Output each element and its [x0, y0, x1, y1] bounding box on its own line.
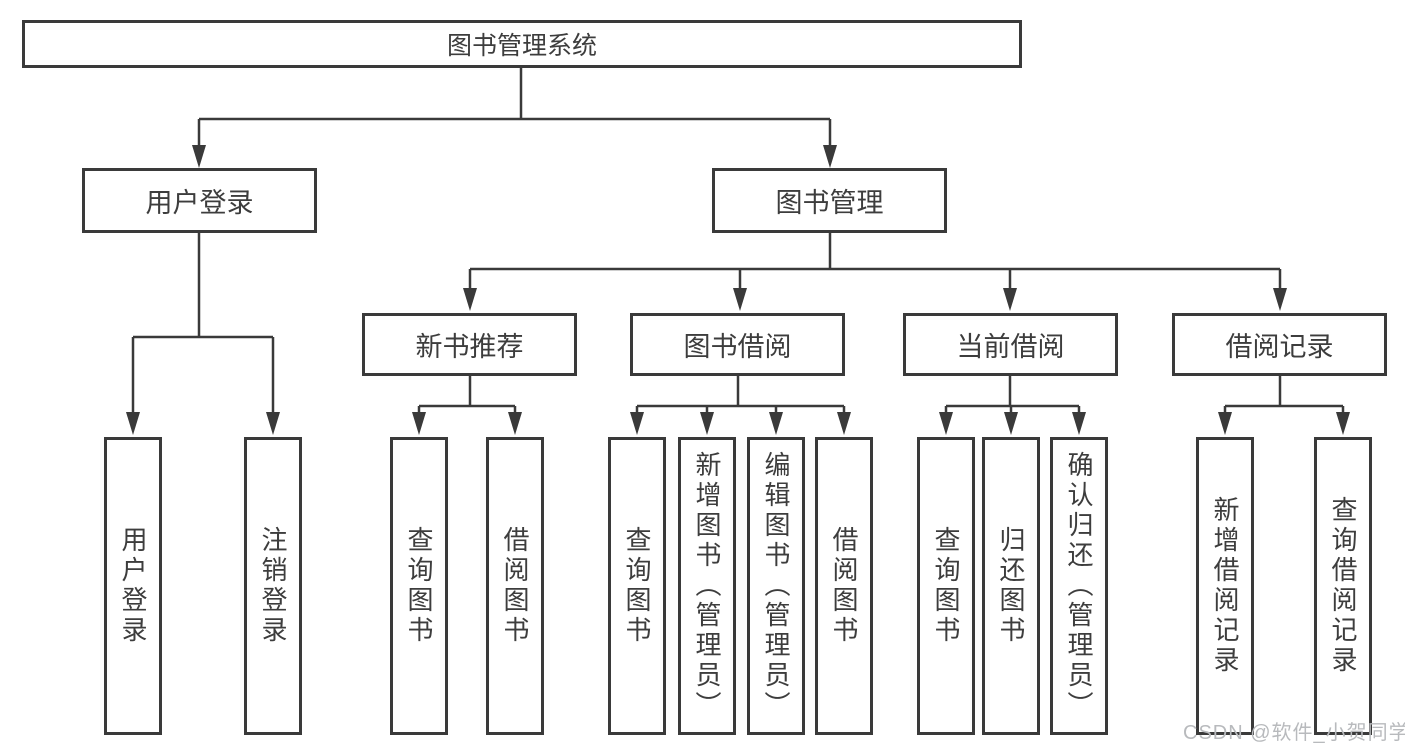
node-root: 图书管理系统 [22, 20, 1022, 68]
node-new-book-recommend: 新书推荐 [362, 313, 577, 376]
leaf-confirm-return-admin: 确认归还（管理员） [1050, 437, 1108, 735]
leaf-query-books-borrowing: 查询图书 [608, 437, 666, 735]
leaf-borrow-books-borrowing-label: 借阅图书 [829, 526, 859, 646]
leaf-add-borrow-record-label: 新增借阅记录 [1210, 496, 1240, 676]
leaf-borrow-books-recommend: 借阅图书 [486, 437, 544, 735]
node-book-management: 图书管理 [712, 168, 947, 233]
node-user-login-label: 用户登录 [145, 188, 254, 218]
leaf-query-books-current-label: 查询图书 [931, 526, 961, 646]
node-new-book-recommend-label: 新书推荐 [415, 332, 524, 362]
leaf-query-books-borrowing-label: 查询图书 [622, 526, 652, 646]
node-user-login: 用户登录 [82, 168, 317, 233]
node-book-borrowing: 图书借阅 [630, 313, 845, 376]
leaf-user-login-label: 用户登录 [118, 526, 148, 646]
leaf-add-book-admin-label: 新增图书（管理员） [692, 451, 722, 721]
leaf-add-borrow-record: 新增借阅记录 [1196, 437, 1254, 735]
leaf-return-book: 归还图书 [982, 437, 1040, 735]
node-root-label: 图书管理系统 [446, 32, 597, 60]
leaf-edit-book-admin-label: 编辑图书（管理员） [761, 451, 791, 721]
node-current-borrowing: 当前借阅 [903, 313, 1118, 376]
node-borrowing-records: 借阅记录 [1172, 313, 1387, 376]
leaf-return-book-label: 归还图书 [996, 526, 1026, 646]
leaf-edit-book-admin: 编辑图书（管理员） [747, 437, 805, 735]
leaf-logout-label: 注销登录 [258, 526, 288, 646]
watermark: CSDN @软件_小贺同学 [1183, 722, 1405, 744]
leaf-add-book-admin: 新增图书（管理员） [678, 437, 736, 735]
leaf-borrow-books-borrowing: 借阅图书 [815, 437, 873, 735]
leaf-query-borrow-record-label: 查询借阅记录 [1328, 496, 1358, 676]
leaf-query-books-recommend: 查询图书 [390, 437, 448, 735]
leaf-query-borrow-record: 查询借阅记录 [1314, 437, 1372, 735]
leaf-confirm-return-admin-label: 确认归还（管理员） [1064, 451, 1094, 721]
leaf-logout: 注销登录 [244, 437, 302, 735]
leaf-borrow-books-recommend-label: 借阅图书 [500, 526, 530, 646]
leaf-query-books-recommend-label: 查询图书 [404, 526, 434, 646]
node-book-borrowing-label: 图书借阅 [683, 332, 792, 362]
leaf-query-books-current: 查询图书 [917, 437, 975, 735]
node-borrowing-records-label: 借阅记录 [1225, 332, 1334, 362]
node-current-borrowing-label: 当前借阅 [956, 332, 1065, 362]
node-book-management-label: 图书管理 [775, 188, 884, 218]
leaf-user-login: 用户登录 [104, 437, 162, 735]
